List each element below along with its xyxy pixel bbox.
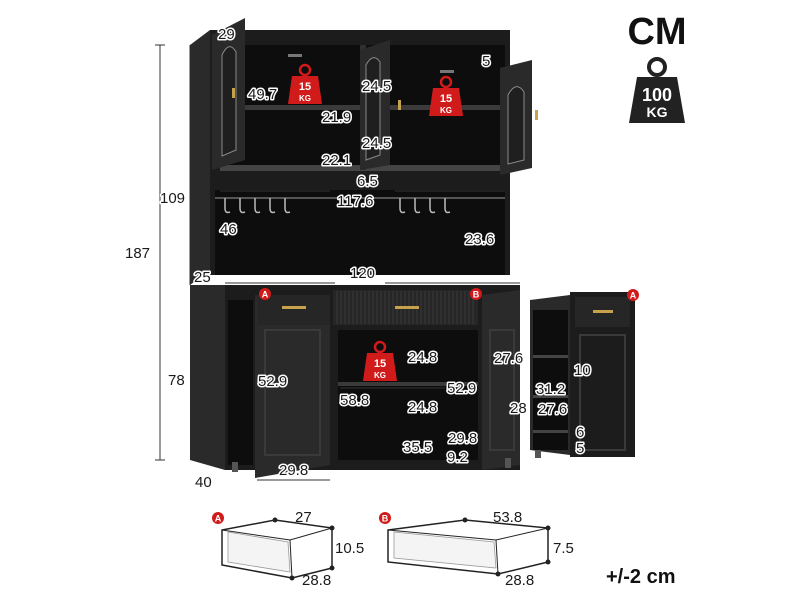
dim-hutch-height: 109 xyxy=(160,190,185,207)
hook-icon xyxy=(254,198,261,214)
svg-text:15: 15 xyxy=(374,358,386,370)
svg-text:KG: KG xyxy=(374,371,386,380)
weight-icon-base: 15 KG xyxy=(363,340,397,381)
dim-side-door-height: 52.9 xyxy=(258,373,287,390)
dim-upper-inner-width: 22.1 xyxy=(322,152,351,169)
hook-icon xyxy=(269,198,276,214)
dim-shelf-lip: 6.5 xyxy=(357,173,378,190)
svg-text:KG: KG xyxy=(647,104,668,120)
dim-center-inner-width: 58.8 xyxy=(340,392,369,409)
dim-upper-height: 49.7 xyxy=(248,86,277,103)
dim-center-depth: 35.5 xyxy=(403,439,432,456)
weight-icon-shelf-2: 15 KG xyxy=(429,75,463,116)
dim-hook-rail-width: 117.6 xyxy=(337,193,373,210)
width-guides xyxy=(220,190,520,481)
drawer-b-width: 53.8 xyxy=(493,509,522,526)
dim-center-shelf-depth: 29.8 xyxy=(448,430,477,447)
svg-text:100: 100 xyxy=(642,85,672,105)
dim-hook-zone-height: 46 xyxy=(220,221,237,238)
hook-icon xyxy=(239,198,246,214)
dim-hutch-depth: 25 xyxy=(194,269,211,286)
drawer-a-width: 27 xyxy=(295,509,312,526)
dim-center-door-height: 52.9 xyxy=(447,380,476,397)
dim-center-lower: 24.8 xyxy=(408,399,437,416)
hook-icon xyxy=(429,198,436,214)
dim-depth-gap: 5 xyxy=(482,53,490,70)
hook-icon xyxy=(444,198,451,214)
svg-text:B: B xyxy=(382,514,389,524)
dim-base-depth: 40 xyxy=(195,474,212,491)
dimension-labels: 29 5 49.7 24.5 21.9 24.5 22.1 6.5 109 11… xyxy=(124,25,593,493)
dim-door-width: 29 xyxy=(218,26,235,43)
dim-center-upper: 24.8 xyxy=(408,349,437,366)
dim-hook-zone-depth: 23.6 xyxy=(465,231,494,248)
dim-upper-shelf-gap: 21.9 xyxy=(322,109,351,126)
svg-text:KG: KG xyxy=(440,106,452,115)
max-load-weight-icon: 100 KG xyxy=(629,57,685,123)
height-guides xyxy=(155,44,191,461)
drawer-a-depth: 28.8 xyxy=(302,572,331,589)
dim-side-panel-bottom-2: 5 xyxy=(576,440,584,457)
svg-text:A: A xyxy=(630,291,637,301)
tolerance-note: +/-2 cm xyxy=(606,566,675,588)
svg-text:A: A xyxy=(262,290,269,300)
dim-base-height: 78 xyxy=(168,372,185,389)
dim-base-width: 120 xyxy=(350,265,375,282)
hook-icon xyxy=(224,198,231,214)
hook-icon xyxy=(399,198,406,214)
svg-text:15: 15 xyxy=(440,93,452,105)
hook-rail xyxy=(224,198,451,214)
badge-b-main: B xyxy=(470,288,482,300)
dim-side-panel-depth: 27.6 xyxy=(538,401,567,418)
side-cabinet xyxy=(530,292,635,458)
svg-text:15: 15 xyxy=(299,81,311,93)
hook-icon xyxy=(284,198,291,214)
dim-upper-shelf-top: 24.5 xyxy=(362,78,391,95)
svg-text:A: A xyxy=(215,514,222,524)
badge-a-side: A xyxy=(627,289,639,301)
dim-bottom-door-width: 29.8 xyxy=(279,462,308,479)
dim-center-lip: 9.2 xyxy=(447,449,468,466)
dim-right-door-inner: 28 xyxy=(510,400,527,417)
dim-total-height: 187 xyxy=(125,245,150,262)
weight-icon-shelf-1: 15 KG xyxy=(288,63,322,104)
drawer-b: B 53.8 7.5 28.8 xyxy=(379,509,574,589)
dim-upper-shelf-bottom: 24.5 xyxy=(362,135,391,152)
dim-side-panel-top: 10 xyxy=(574,362,591,379)
svg-text:KG: KG xyxy=(299,94,311,103)
drawer-a-height: 10.5 xyxy=(335,540,364,557)
drawer-a: A 27 10.5 28.8 xyxy=(212,509,364,589)
base-cabinet xyxy=(190,285,520,478)
drawer-b-height: 7.5 xyxy=(553,540,574,557)
dim-side-panel-inner: 31.2 xyxy=(536,381,565,398)
badge-a-main: A xyxy=(259,288,271,300)
dim-right-upper: 27.6 xyxy=(494,350,523,367)
dim-side-panel-bottom-1: 6 xyxy=(576,424,584,441)
hook-icon xyxy=(414,198,421,214)
svg-text:B: B xyxy=(473,290,480,300)
drawer-b-depth: 28.8 xyxy=(505,572,534,589)
unit-label: CM xyxy=(627,11,686,53)
